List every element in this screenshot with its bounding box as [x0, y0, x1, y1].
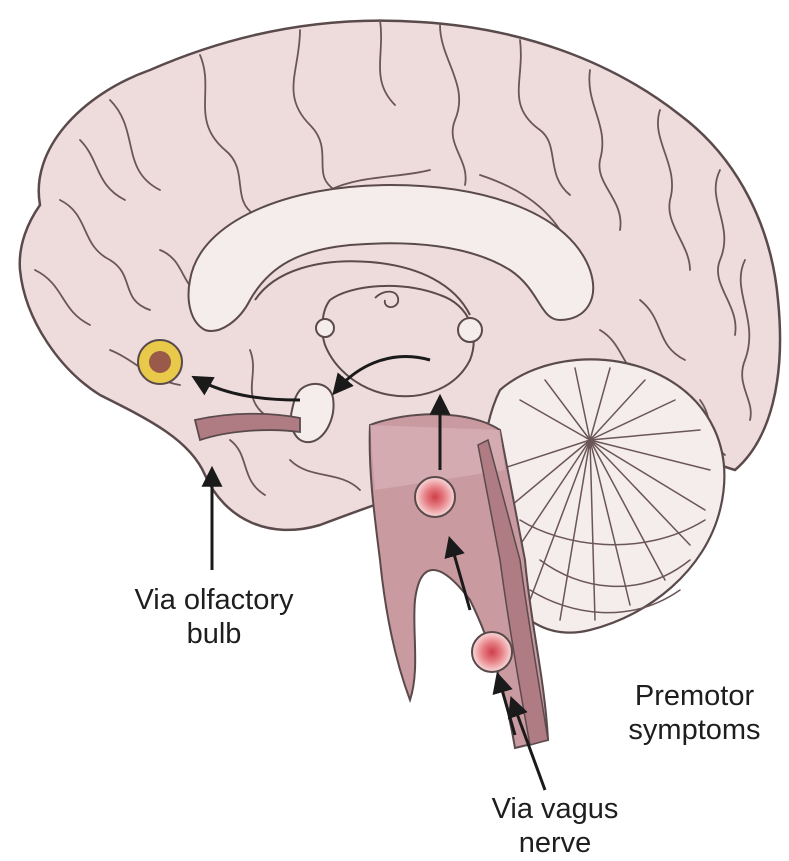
pineal-body [458, 318, 482, 342]
label-via-vagus-nerve: Via vagus nerve [460, 792, 650, 860]
label-line-1: Premotor [600, 679, 789, 713]
label-premotor-symptoms: Premotor symptoms [600, 679, 789, 747]
lesion-marker-olfactory [138, 340, 182, 384]
mammillary-body [316, 319, 334, 337]
label-line-2: symptoms [600, 713, 789, 747]
label-line-2: nerve [460, 826, 650, 860]
label-line-1: Via olfactory [98, 583, 330, 617]
label-via-olfactory-bulb: Via olfactory bulb [98, 583, 330, 651]
lesion-marker-pons [415, 477, 455, 517]
label-line-2: bulb [98, 617, 330, 651]
lesion-marker-medulla [472, 632, 512, 672]
label-line-1: Via vagus [460, 792, 650, 826]
